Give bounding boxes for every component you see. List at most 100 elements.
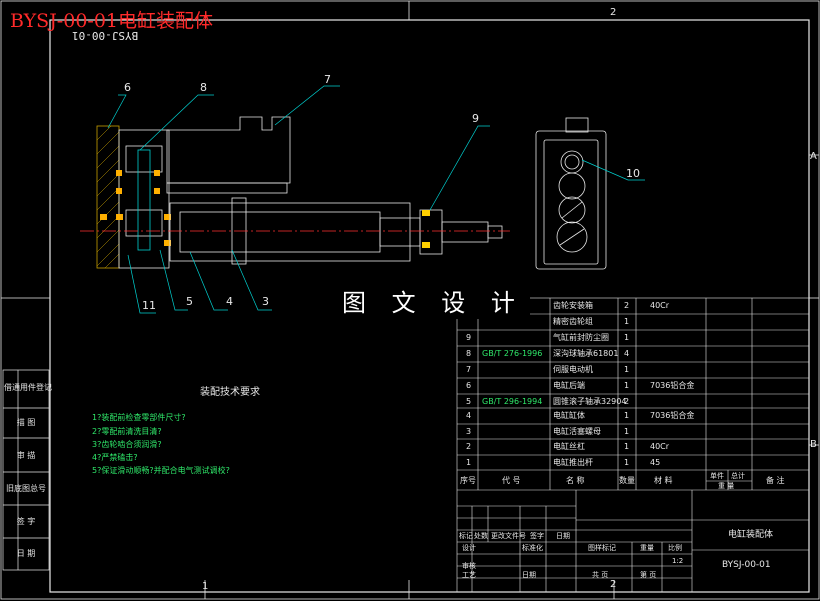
title-block-drawing-no: BYSJ-00-01 [722, 560, 771, 570]
bom-cell-qty: 1 [624, 317, 630, 326]
title-block-cell: 签字 [530, 532, 544, 540]
title-block-cell: 第 页 [640, 571, 657, 579]
bom-header-material: 材 料 [654, 476, 673, 485]
bom-cell-no: 1 [466, 458, 472, 467]
bom-cell-no: 4 [466, 411, 472, 420]
bom-table-grid [456, 297, 810, 593]
side-panel-label: 借通用件登记 [4, 383, 52, 392]
bom-cell-name: 齿轮安装箱 [553, 301, 593, 310]
callout-9: 9 [472, 112, 479, 125]
callout-7: 7 [324, 73, 331, 86]
push-rod [441, 221, 489, 243]
cylinder-body [169, 202, 411, 262]
tech-item: 3?齿轮啮合须润滑? [92, 440, 162, 449]
bom-cell-qty: 2 [624, 301, 630, 310]
drawing-title: BYSJ-00-01电缸装配体 [10, 10, 213, 32]
callout-4: 4 [226, 295, 233, 308]
tech-item: 4?严禁磕击? [92, 453, 138, 462]
bom-cell-name: 深沟球轴承61801 [553, 349, 619, 358]
tech-item: 2?零配前清洗目清? [92, 427, 162, 436]
bom-cell-material: 7036铝合金 [650, 381, 695, 390]
bom-cell-qty: 2 [624, 397, 630, 406]
bom-cell-qty: 1 [624, 442, 630, 451]
bom-cell-qty: 4 [624, 349, 630, 358]
side-panel-label: 签 字 [16, 517, 36, 526]
bom-cell-no: 3 [466, 427, 472, 436]
zone-label-b: B [810, 439, 817, 450]
bom-cell-name: 电缸推出杆 [553, 458, 593, 467]
title-block-cell: 共 页 [592, 571, 609, 579]
bom-header-code: 代 号 [502, 476, 521, 485]
servo-motor-outline [166, 116, 291, 184]
section-view [80, 116, 510, 269]
side-panel-label: 描 图 [16, 418, 36, 427]
title-block-grid [457, 490, 809, 592]
bom-cell-name: 精密齿轮组 [553, 317, 593, 326]
bom-cell-qty: 1 [624, 381, 630, 390]
leader-lines [107, 85, 645, 314]
bom-cell-material: 40Cr [650, 442, 670, 451]
title-block-cell: 日期 [556, 532, 570, 540]
bom-cell-code: GB/T 276-1996 [482, 349, 543, 358]
bom-header-weight: 重 量 [718, 482, 735, 490]
bom-cell-name: 电缸缸体 [553, 411, 585, 420]
bom-cell-no: 7 [466, 365, 472, 374]
bom-cell-no: 6 [466, 381, 472, 390]
bom-cell-material: 45 [650, 458, 661, 467]
bom-cell-qty: 1 [624, 458, 630, 467]
mirrored-drawing-number: BYSJ-00-01 [72, 29, 139, 42]
bom-header-name: 名 称 [566, 476, 585, 485]
bom-cell-qty: 1 [624, 411, 630, 420]
bom-header-note: 备 注 [766, 476, 785, 485]
rear-end-cap [96, 125, 120, 269]
side-view [535, 117, 607, 270]
bom-cell-name: 圆锥滚子轴承32904 [553, 397, 627, 406]
zone-label-bottom-mid: 2 [610, 579, 617, 590]
bom-cell-no: 8 [466, 349, 472, 358]
bom-cell-code: GB/T 296-1994 [482, 397, 543, 406]
bom-cell-no: 9 [466, 333, 472, 342]
title-block-cell: 标记 [459, 532, 473, 540]
bom-cell-qty: 1 [624, 427, 630, 436]
zone-label-a: A [810, 151, 817, 162]
bom-cell-no: 5 [466, 397, 472, 406]
title-block-cell: 更改文件号 [491, 532, 526, 540]
tech-item: 1?装配前检查零部件尺寸? [92, 413, 186, 422]
zone-label-top: 2 [610, 7, 617, 18]
callout-5: 5 [186, 295, 193, 308]
title-block-cell: 处数 [474, 532, 488, 540]
bom-cell-material: 7036铝合金 [650, 411, 695, 420]
title-block-cell: 比例 [668, 544, 682, 552]
bom-header-qty: 数量 [619, 476, 635, 485]
side-panel-label: 日 期 [16, 549, 36, 558]
bom-cell-name: 电缸丝杠 [553, 442, 585, 451]
title-block-cell: 标准化 [522, 544, 543, 552]
bom-header-unit-weight: 单件 [710, 472, 724, 480]
title-block-cell: 审核 [462, 562, 476, 570]
title-block-name: 电缸装配体 [728, 530, 774, 540]
title-block-cell: 重量 [640, 544, 654, 552]
bom-cell-qty: 1 [624, 365, 630, 374]
bom-cell-qty: 1 [624, 333, 630, 342]
bom-header-total-weight: 总计 [731, 472, 745, 480]
callout-11: 11 [142, 299, 156, 312]
title-block-cell: 图样标记 [588, 544, 616, 552]
bom-header-no: 序号 [460, 476, 476, 485]
tech-requirements-title: 装配技术要求 [200, 387, 260, 398]
zone-label-bottom-left: 1 [202, 581, 209, 592]
side-panel-label: 旧底图总号 [6, 484, 46, 493]
tech-item: 5?保证滑动顺畅?并配合电气测试调校? [92, 466, 230, 475]
title-block-cell: 日期 [522, 571, 536, 579]
callout-6: 6 [124, 81, 131, 94]
bom-cell-name: 电缸后端 [553, 381, 585, 390]
title-block-cell: 设计 [462, 544, 476, 552]
title-block-scale: 1:2 [672, 557, 684, 565]
side-panel-grid [2, 369, 50, 571]
bom-cell-material: 40Cr [650, 301, 670, 310]
bom-cell-name: 电缸活塞螺母 [553, 427, 601, 436]
bom-cell-no: 2 [466, 442, 472, 451]
bom-cell-name: 气缸前封防尘圈 [553, 333, 609, 342]
callout-3: 3 [262, 295, 269, 308]
title-block-cell: 工艺 [462, 571, 476, 579]
